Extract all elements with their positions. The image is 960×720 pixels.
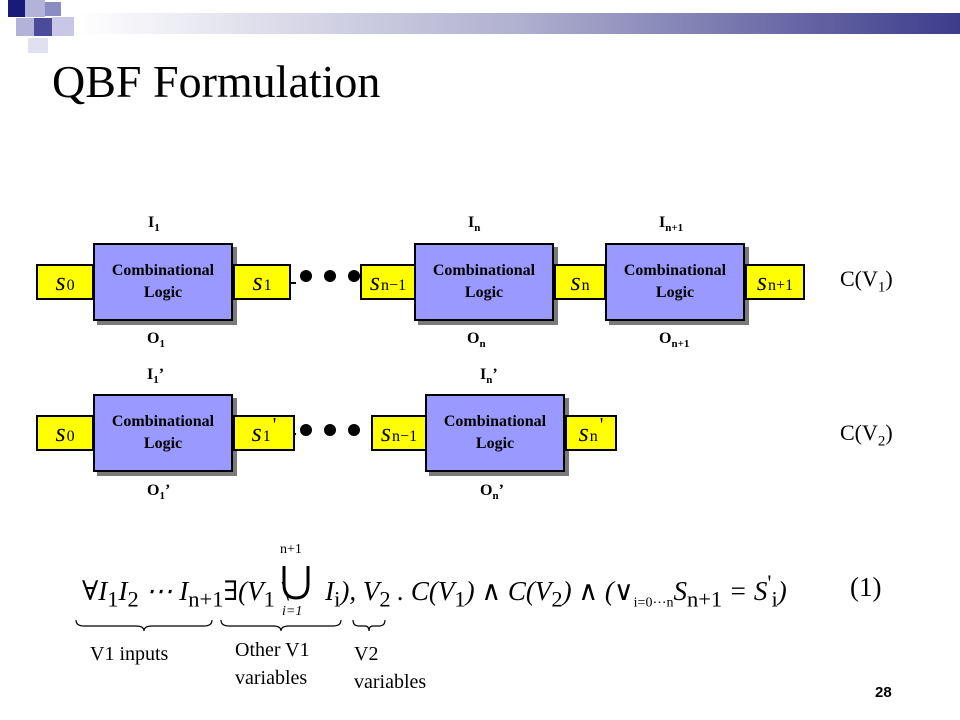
logic-label-line1: Combinational [432, 262, 536, 279]
logic-block-1: Combinational Logic [93, 243, 233, 321]
brace-v1-inputs [75, 619, 213, 632]
input-in: In [468, 214, 481, 235]
state-sub: n+1 [768, 277, 794, 294]
decor-gradient-bar [76, 13, 960, 34]
logic-label-line1: Combinational [111, 262, 215, 279]
annotation-v2: V2 variables [354, 643, 427, 693]
state-letter: s [570, 267, 581, 296]
output-on: On [467, 330, 486, 351]
logic-block-n: Combinational Logic [414, 243, 554, 321]
ellipsis-dots-row1 [300, 270, 360, 282]
slide-title: QBF Formulation [52, 56, 381, 107]
state-letter: s [369, 267, 381, 296]
output2-on: On’ [480, 482, 504, 503]
ellipsis-dots-row2 [300, 424, 360, 436]
constraint-cv2: C(V2) [840, 420, 893, 450]
input-in-plus-1: In+1 [659, 214, 684, 235]
qbf-formula: ∀I1I2 ⋯ In+1∃(V1 \Ii), V2 . C(V1) ∧ C(V2… [82, 570, 787, 612]
state-sub: 0 [66, 277, 75, 294]
state-sub: n−1 [381, 277, 407, 294]
input2-i1: I1’ [147, 366, 165, 387]
page-number: 28 [875, 684, 892, 701]
input-i1: I1 [148, 214, 160, 235]
equation-number: (1) [850, 572, 882, 602]
state-letter: s [756, 267, 768, 296]
state-letter: s [55, 267, 66, 296]
input2-in: In’ [480, 366, 498, 387]
logic-label-line2: Logic [464, 284, 504, 301]
logic-label-line2: Logic [143, 284, 183, 301]
logic-label-line1: Combinational [623, 262, 727, 279]
output-o1: O1 [147, 330, 165, 351]
logic-block-n-plus-1: Combinational Logic [605, 243, 745, 321]
output-on-plus-1: On+1 [659, 330, 690, 351]
state-sub: 1 [263, 277, 272, 294]
big-union-symbol: n+1 i=1 [276, 542, 316, 620]
annotation-other-v1: Other V1 variables [235, 639, 310, 689]
state-sub: n [581, 277, 590, 294]
state-letter: s [252, 267, 263, 296]
output2-o1: O1’ [147, 482, 171, 503]
logic2-block-1: Combinational Logic [93, 394, 233, 472]
brace-other-v1 [220, 619, 342, 632]
brace-v2 [352, 619, 386, 632]
annotation-v1-inputs: V1 inputs [90, 643, 169, 665]
logic2-block-n: Combinational Logic [425, 394, 565, 472]
logic-label-line2: Logic [655, 284, 695, 301]
constraint-cv1: C(V1) [840, 266, 893, 296]
